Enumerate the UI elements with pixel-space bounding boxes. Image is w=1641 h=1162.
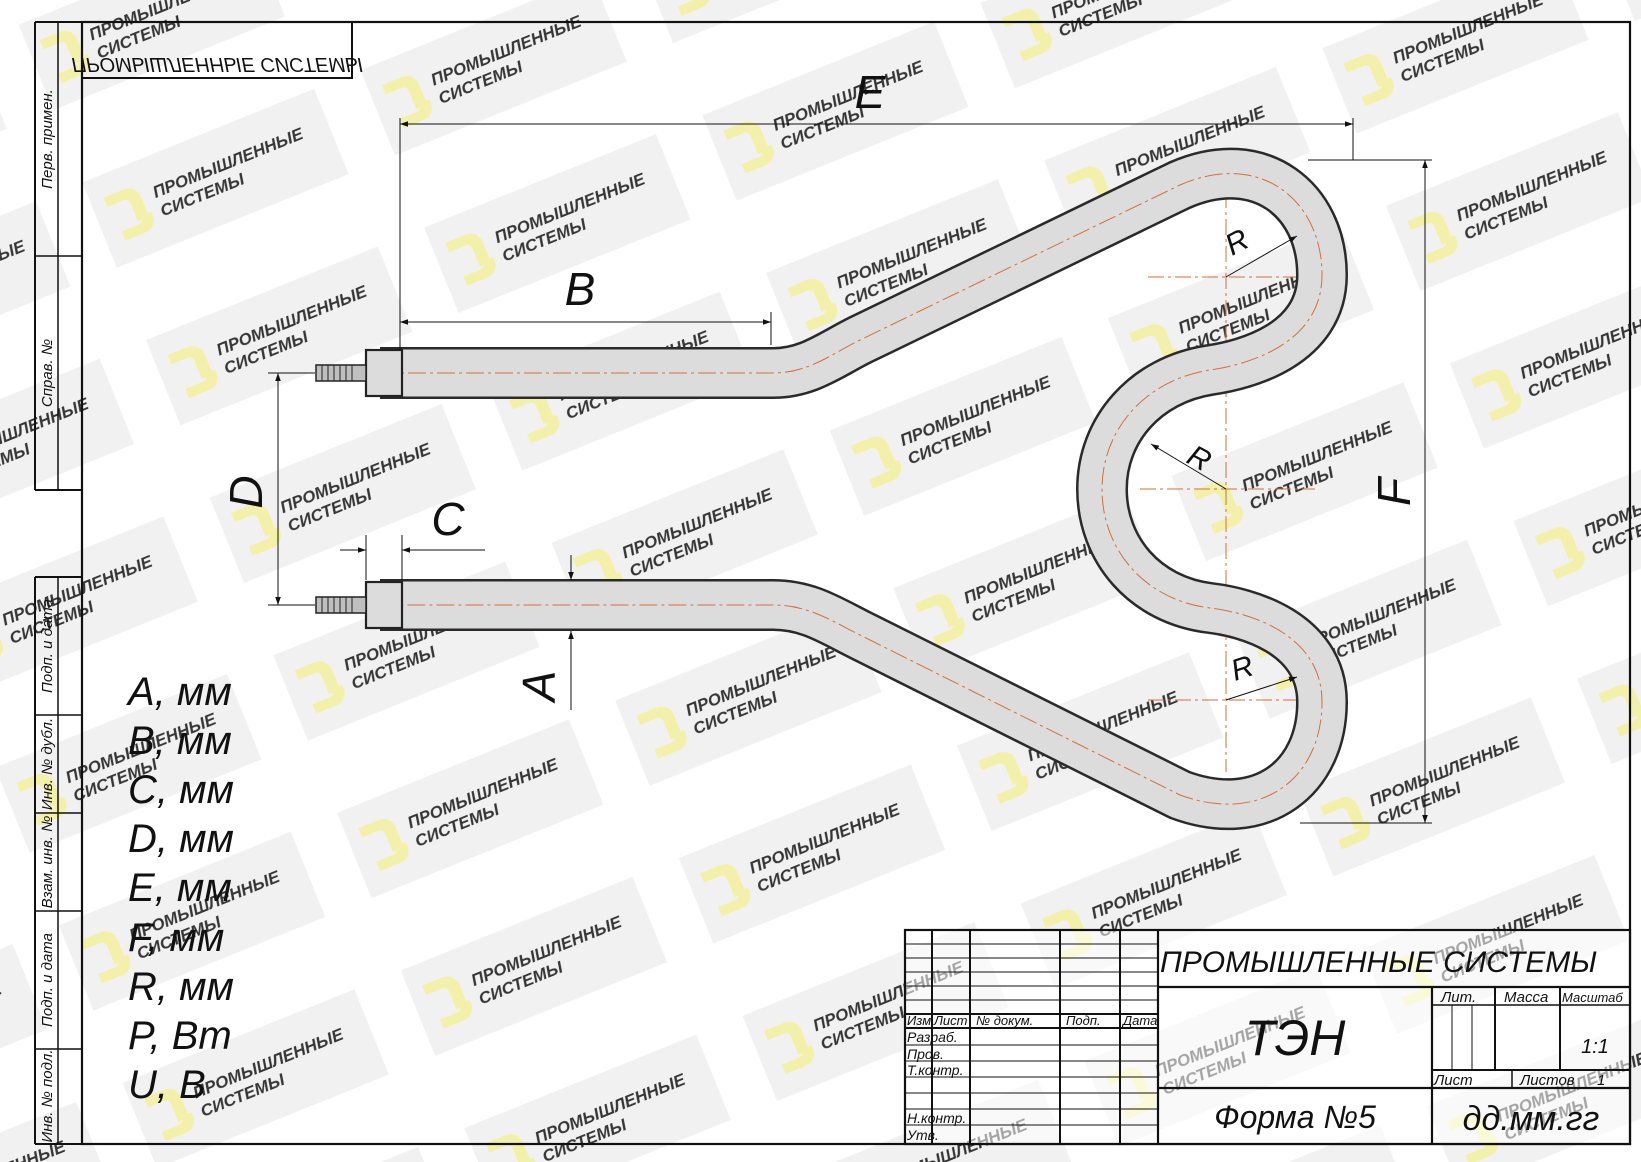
listov-value: 1: [1597, 1072, 1605, 1089]
dimension-label-f: F: [1368, 475, 1420, 506]
col-dokum: № докум.: [976, 1013, 1033, 1028]
dimension-label-b: B: [565, 263, 596, 315]
side-stamp-sprav-no: Справ. №: [39, 339, 56, 407]
row-razrab: Разраб.: [907, 1029, 958, 1045]
param-b: B, мм: [128, 719, 232, 763]
side-stamp-podp-data-1: Подп. и дата: [39, 599, 56, 693]
col-list: Лист: [933, 1013, 968, 1028]
dimension-label-e: E: [855, 66, 887, 118]
side-stamp-inv-no-dubl: Инв. № дубл.: [39, 718, 56, 810]
dimension-label-d: D: [220, 475, 272, 508]
side-stamp-perv-primen: Перв. примен.: [39, 89, 56, 189]
scale-value: 1:1: [1581, 1036, 1609, 1058]
col-data: Дата: [1121, 1013, 1157, 1028]
param-c: C, мм: [128, 768, 234, 812]
threaded-stud-top: [315, 364, 367, 382]
param-f: F, мм: [128, 916, 224, 960]
row-prov: Пров.: [907, 1046, 944, 1062]
product-name: ТЭН: [1245, 1010, 1347, 1066]
row-nkontr: Н.контр.: [907, 1110, 966, 1126]
doc-code: дд.мм.гг: [1463, 1100, 1600, 1138]
form-name: Форма №5: [1214, 1099, 1376, 1135]
masshtab-label: Масштаб: [1562, 990, 1623, 1005]
side-stamp-podp-data-2: Подп. и дата: [39, 933, 56, 1027]
title-block: Изм. Лист № докум. Подп. Дата Разраб. Пр…: [903, 928, 1632, 1146]
row-tkontr: Т.контр.: [907, 1062, 963, 1078]
side-stamp-labels: Перв. примен. Справ. № Подп. и дата Инв.…: [39, 89, 56, 1142]
param-r: R, мм: [128, 965, 234, 1009]
param-u: U, В: [128, 1063, 206, 1107]
centerlines: [1140, 165, 1318, 772]
tube-axis: [350, 173, 1323, 805]
listov-label: Листов: [1519, 1072, 1575, 1089]
param-e: E, мм: [128, 866, 232, 910]
massa-label: Масса: [1504, 989, 1548, 1006]
col-podp: Подп.: [1066, 1013, 1101, 1028]
param-a: A, мм: [126, 670, 232, 714]
terminal-sleeve-top: [364, 348, 404, 398]
drawing-frame: [34, 20, 1632, 1146]
threaded-stud-bottom: [315, 596, 367, 614]
side-stamp-vzam-inv-no: Взам. инв. №: [39, 816, 56, 909]
col-izm: Изм.: [907, 1013, 935, 1028]
list-label: Лист: [1433, 1072, 1473, 1089]
terminal-sleeve-bottom: [364, 580, 404, 630]
param-p: P, Вт: [128, 1014, 232, 1058]
lit-label: Лит.: [1440, 989, 1476, 1006]
row-utv: Утв.: [906, 1127, 939, 1143]
dimension-labels: E B D C A F: [220, 66, 1420, 704]
dimension-label-a: A: [513, 671, 565, 705]
company-name: ПРОМЫШЛЕННЫЕ СИСТЕМЫ: [1160, 946, 1597, 979]
heating-element-tube: [315, 147, 1348, 831]
param-d: D, мм: [128, 817, 234, 861]
dimension-label-c: C: [431, 493, 465, 545]
header-stamp-mirrored: ПРОМЫШЛЕННЫЕ СИСТЕМЫ: [71, 53, 362, 75]
dimension-lines: [268, 118, 1432, 824]
parameter-list: A, мм B, мм C, мм D, мм E, мм F, мм R, м…: [126, 670, 234, 1107]
side-stamp-inv-no-podl: Инв. № подл.: [39, 1049, 56, 1142]
